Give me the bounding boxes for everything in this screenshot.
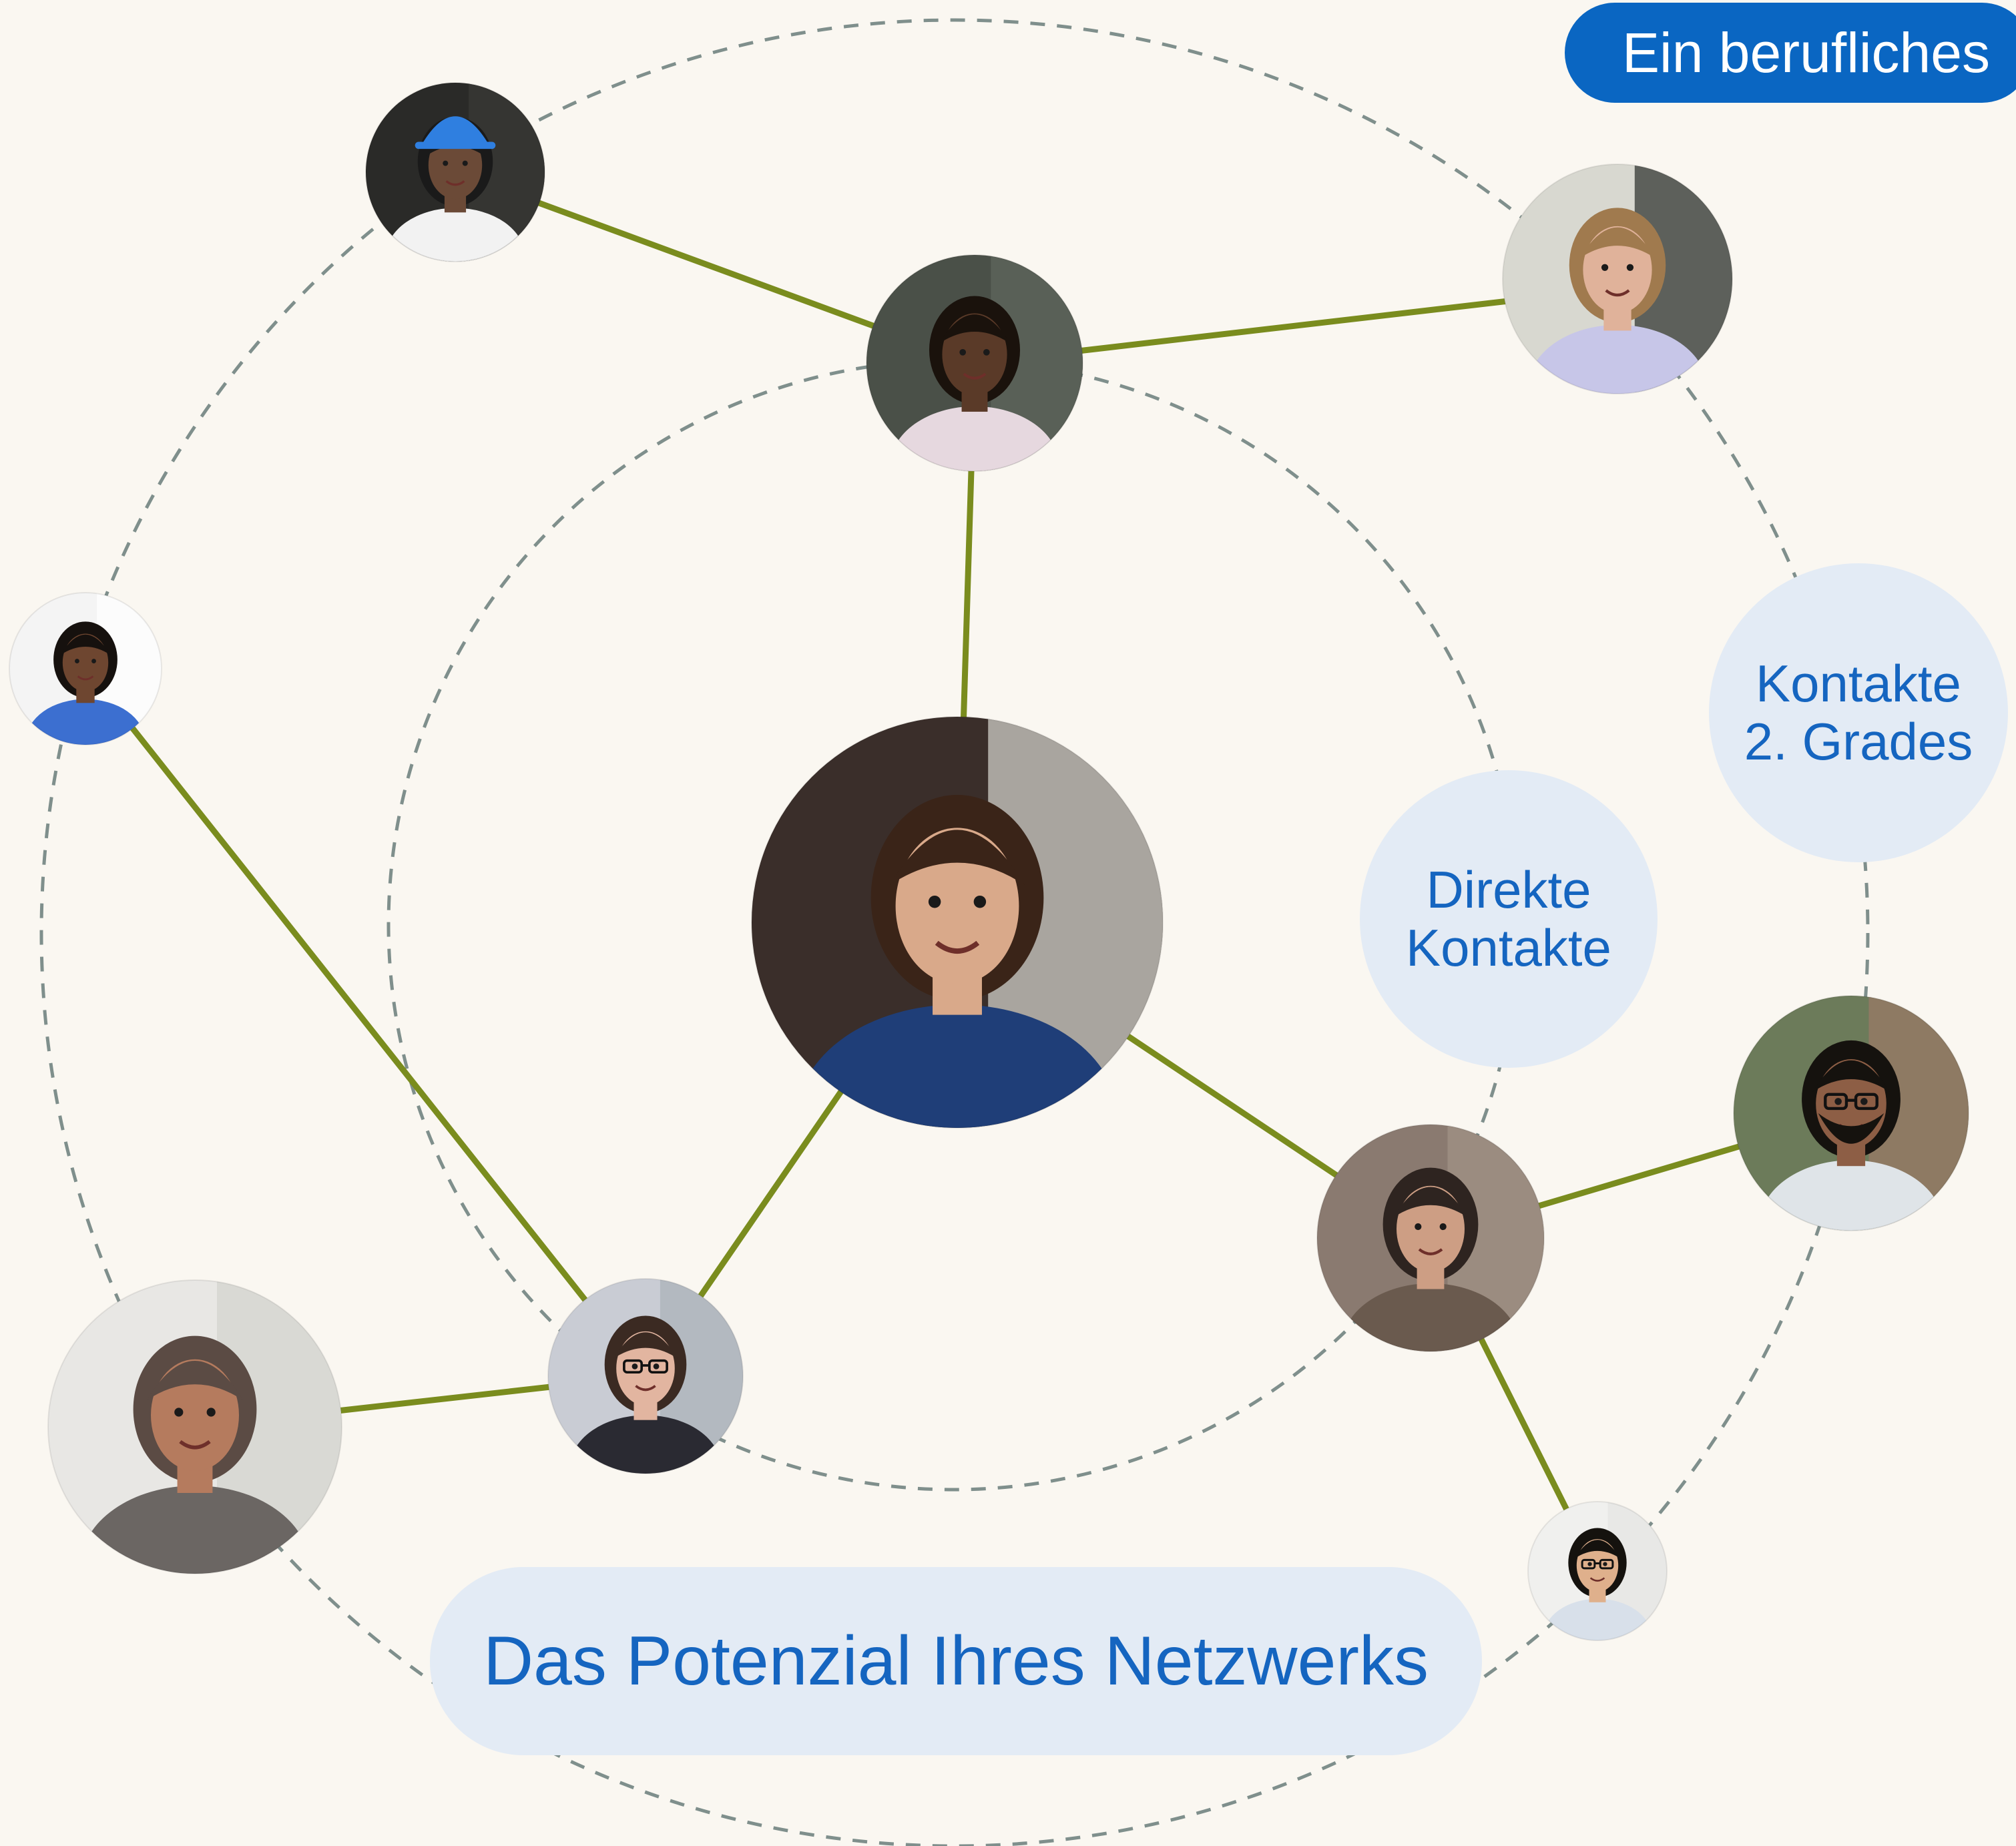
bearded-man-avatar: [1734, 996, 1969, 1231]
direct-contacts-text: Direkte Kontakte: [1406, 860, 1611, 977]
header-tag: Ein berufliches: [1565, 3, 2016, 103]
woman-long-hair-avatar: [1317, 1125, 1544, 1351]
network-potential-label: Das Potenzial Ihres Netzwerks: [430, 1567, 1482, 1755]
woman-curly-hair-avatar: [9, 593, 162, 745]
eyeglasses-icon: [1824, 1093, 1878, 1111]
smiling-woman-avatar: [48, 1280, 342, 1574]
eyeglasses-icon: [1581, 1558, 1614, 1570]
woman-with-braids-avatar: [866, 255, 1083, 471]
link-curly-glasses: [82, 665, 649, 1379]
second-degree-label: Kontakte 2. Grades: [1709, 563, 2008, 862]
direct-contacts-label: Direkte Kontakte: [1360, 770, 1658, 1068]
hardhat-worker-avatar: [366, 83, 545, 262]
eyeglasses-icon: [623, 1359, 668, 1373]
center-person-avatar: [752, 717, 1163, 1128]
man-with-glasses-avatar: [548, 1279, 743, 1474]
young-man-glasses-avatar: [1528, 1502, 1667, 1640]
blond-man-avatar: [1503, 164, 1732, 394]
second-degree-text: Kontakte 2. Grades: [1744, 653, 1973, 771]
outer-dashed-ring: [39, 18, 1870, 1846]
hard-hat-icon: [421, 116, 489, 145]
network-potential-text: Das Potenzial Ihres Netzwerks: [483, 1622, 1429, 1700]
